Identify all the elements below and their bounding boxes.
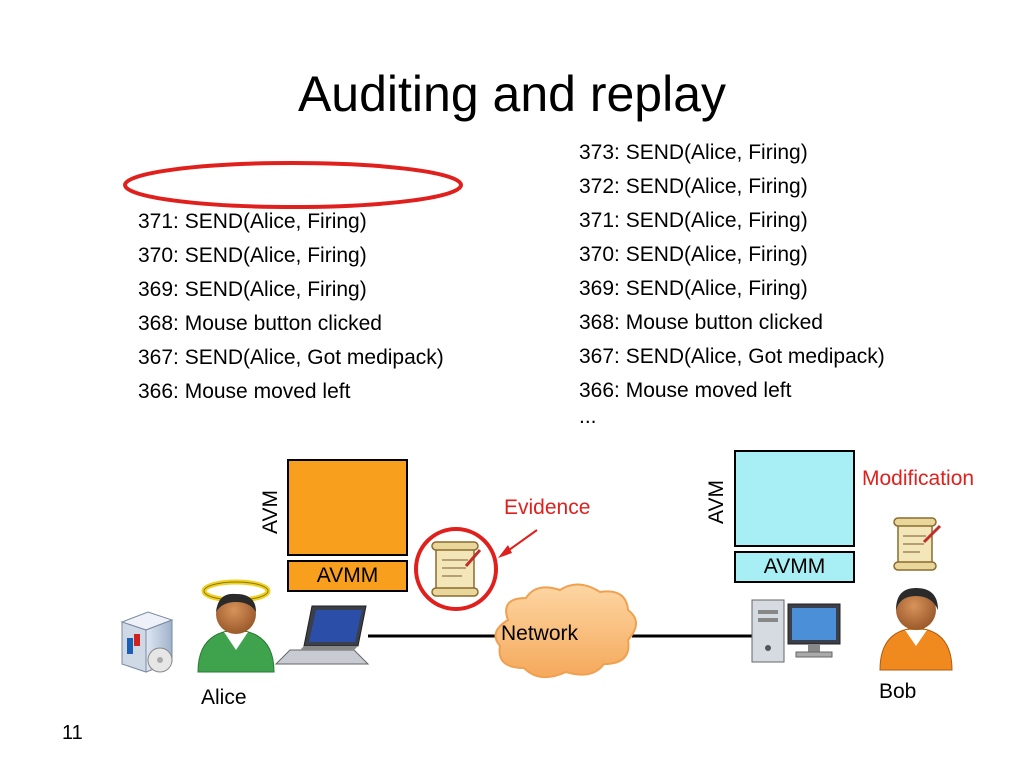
- log-entry: 368: Mouse button clicked: [579, 311, 823, 334]
- right-avm-label: AVM: [705, 480, 728, 524]
- log-entry: 372: SEND(Alice, Firing): [579, 175, 808, 198]
- log-entry: 367: SEND(Alice, Got medipack): [138, 346, 444, 369]
- right-avmm-box: AVMM: [734, 551, 855, 583]
- alice-avatar-icon: [197, 579, 275, 673]
- left-avmm-box: AVMM: [287, 560, 408, 592]
- bob-avatar-icon: [879, 588, 953, 671]
- modification-label: Modification: [862, 467, 975, 490]
- left-log: 371: SEND(Alice, Firing) 370: SEND(Alice…: [138, 205, 444, 409]
- alice-label: Alice: [201, 686, 247, 709]
- network-cloud-icon: [494, 583, 637, 679]
- bob-scroll-icon: [893, 517, 942, 571]
- log-entry: 370: SEND(Alice, Firing): [579, 243, 808, 266]
- laptop-icon: [274, 605, 370, 665]
- log-entry: 366: Mouse moved left: [138, 380, 351, 403]
- right-avm-box: [734, 450, 855, 547]
- alice-software-box-icon: [120, 611, 174, 673]
- log-entry: 371: SEND(Alice, Firing): [579, 209, 808, 232]
- evidence-circle: [414, 527, 498, 611]
- desktop-computer-icon: [751, 599, 841, 663]
- right-log: 373: SEND(Alice, Firing) 372: SEND(Alice…: [579, 136, 885, 430]
- log-entry: 367: SEND(Alice, Got medipack): [579, 345, 885, 368]
- log-entry: 370: SEND(Alice, Firing): [138, 244, 367, 267]
- log-entry: 369: SEND(Alice, Firing): [579, 277, 808, 300]
- missing-entries-ellipse: [123, 161, 463, 209]
- slide-title: Auditing and replay: [297, 66, 727, 122]
- log-ellipsis: ...: [579, 405, 597, 428]
- evidence-scroll-icon: [431, 541, 482, 597]
- log-entry: 371: SEND(Alice, Firing): [138, 210, 367, 233]
- page-number: 11: [62, 722, 83, 744]
- log-entry: 373: SEND(Alice, Firing): [579, 141, 808, 164]
- bob-label: Bob: [879, 680, 917, 703]
- log-entry: 368: Mouse button clicked: [138, 312, 382, 335]
- log-entry: 369: SEND(Alice, Firing): [138, 278, 367, 301]
- network-label: Network: [501, 622, 579, 645]
- evidence-label: Evidence: [504, 496, 591, 519]
- left-avm-box: [287, 459, 408, 556]
- log-entry: 366: Mouse moved left: [579, 379, 792, 402]
- left-avm-label: AVM: [259, 490, 282, 534]
